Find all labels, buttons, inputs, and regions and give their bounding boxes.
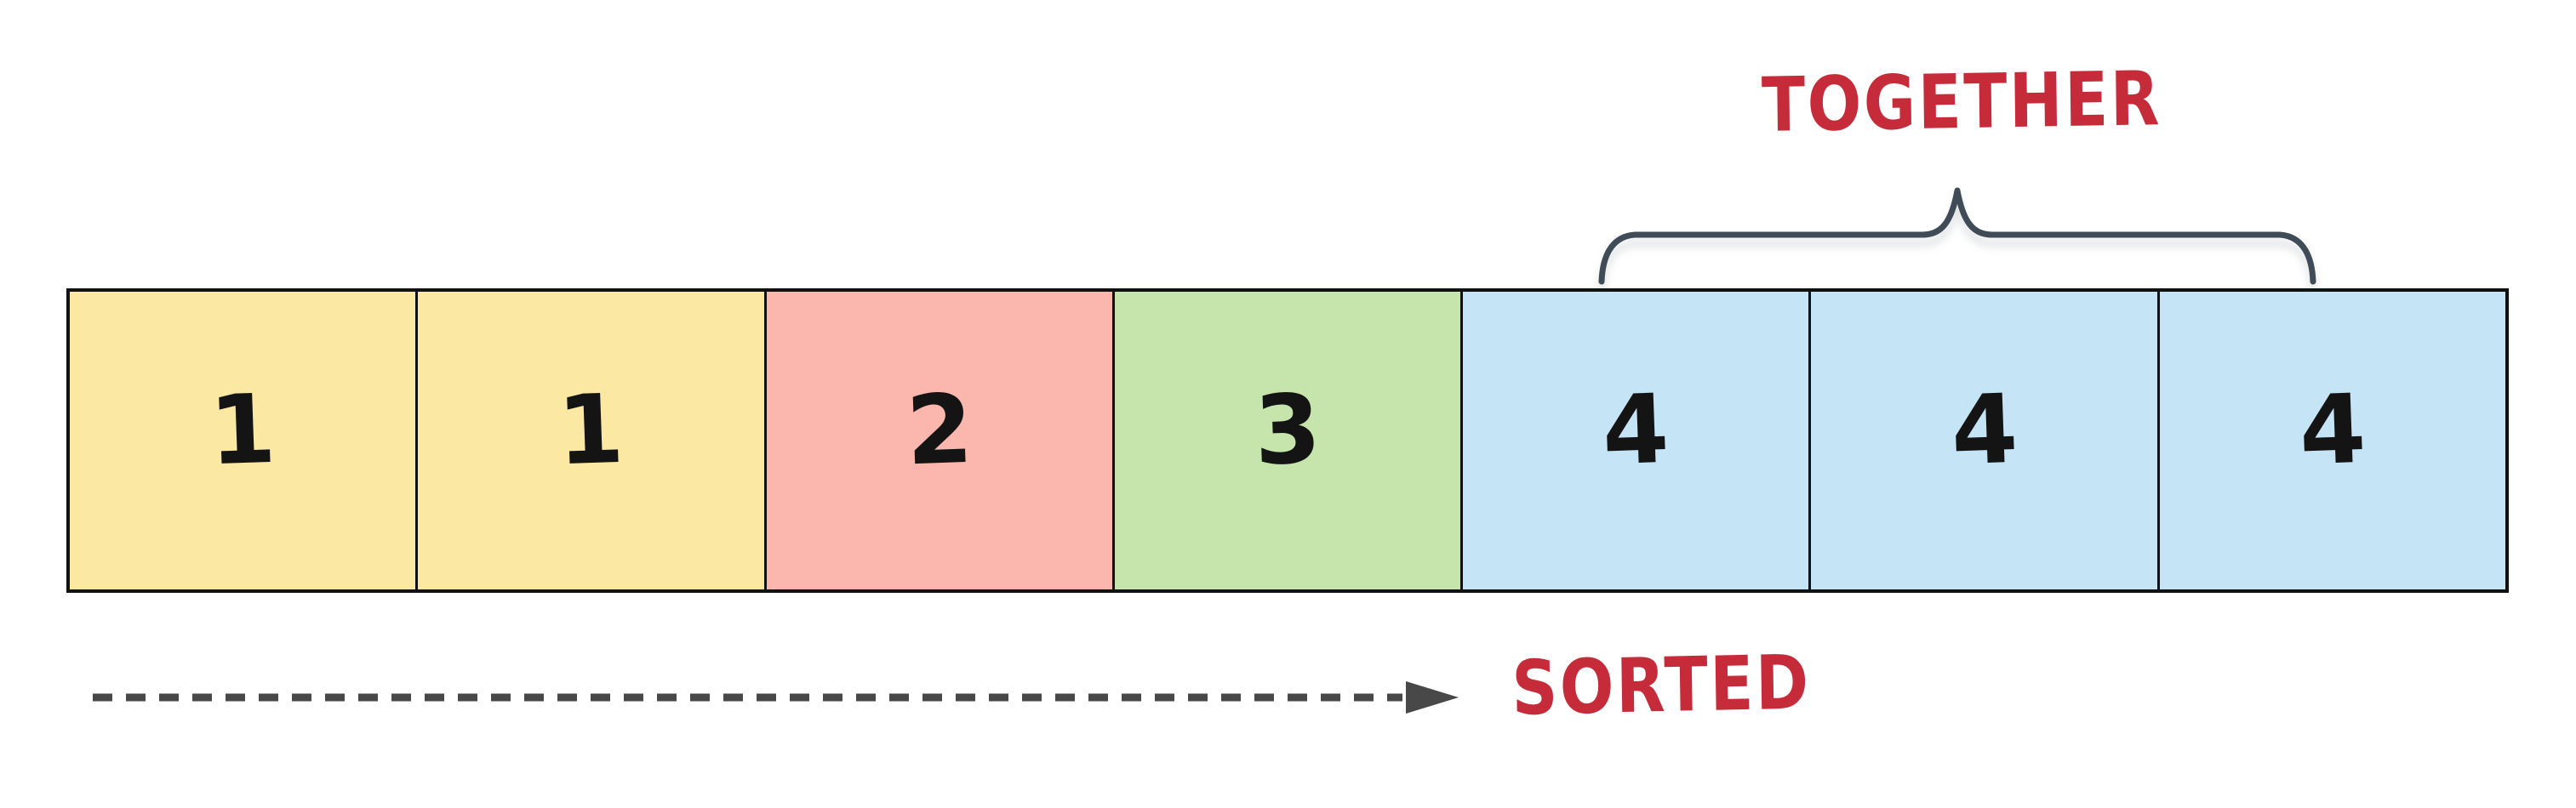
array-cell-2: 2 xyxy=(763,292,1112,589)
array-cell-3: 3 xyxy=(1111,292,1461,589)
sorted-direction-arrow-icon xyxy=(93,681,1459,714)
cell-value: 1 xyxy=(207,373,278,487)
array-cell-4: 4 xyxy=(1460,292,1809,589)
cell-value: 2 xyxy=(904,373,974,487)
cell-value: 4 xyxy=(2297,373,2368,487)
cell-value: 1 xyxy=(556,373,626,487)
arrow-head xyxy=(1406,681,1459,714)
array-cell-0: 1 xyxy=(70,292,416,589)
together-label: TOGETHER xyxy=(1761,54,2162,149)
array-cell-1: 1 xyxy=(415,292,764,589)
curly-brace-icon xyxy=(1598,187,2316,285)
cell-value: 3 xyxy=(1252,373,1323,487)
array-cell-5: 4 xyxy=(1808,292,2157,589)
sorted-label: SORTED xyxy=(1511,638,1812,732)
cell-value: 4 xyxy=(1949,373,2019,487)
array-cell-6: 4 xyxy=(2156,292,2505,589)
cell-value: 4 xyxy=(1601,373,1671,487)
array-row: 1 1 2 3 4 4 4 xyxy=(66,288,2509,593)
curly-brace-path xyxy=(1598,187,2316,285)
